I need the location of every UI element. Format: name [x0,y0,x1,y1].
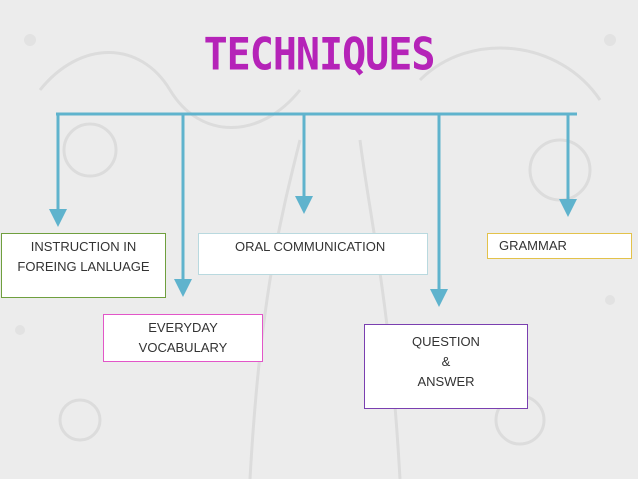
page-title: TECHNIQUES [203,29,436,81]
node-label: INSTRUCTION IN [30,239,137,254]
node-label: GRAMMAR [499,238,567,253]
node-label: ORAL COMMUNICATION [235,239,386,254]
node-label: QUESTION [412,334,480,349]
node-oral-communication: ORAL COMMUNICATION [198,233,428,275]
node-label: EVERYDAY [148,320,218,335]
node-everyday-vocabulary: EVERYDAY VOCABULARY [103,314,263,362]
node-grammar: GRAMMAR [487,233,632,259]
node-label: ANSWER [417,374,475,389]
node-label: FOREING LANLUAGE [17,259,150,274]
node-instruction: INSTRUCTION IN FOREING LANLUAGE [1,233,166,298]
node-label: VOCABULARY [138,340,228,355]
node-question-answer: QUESTION & ANSWER [364,324,528,409]
node-label: & [441,354,451,369]
